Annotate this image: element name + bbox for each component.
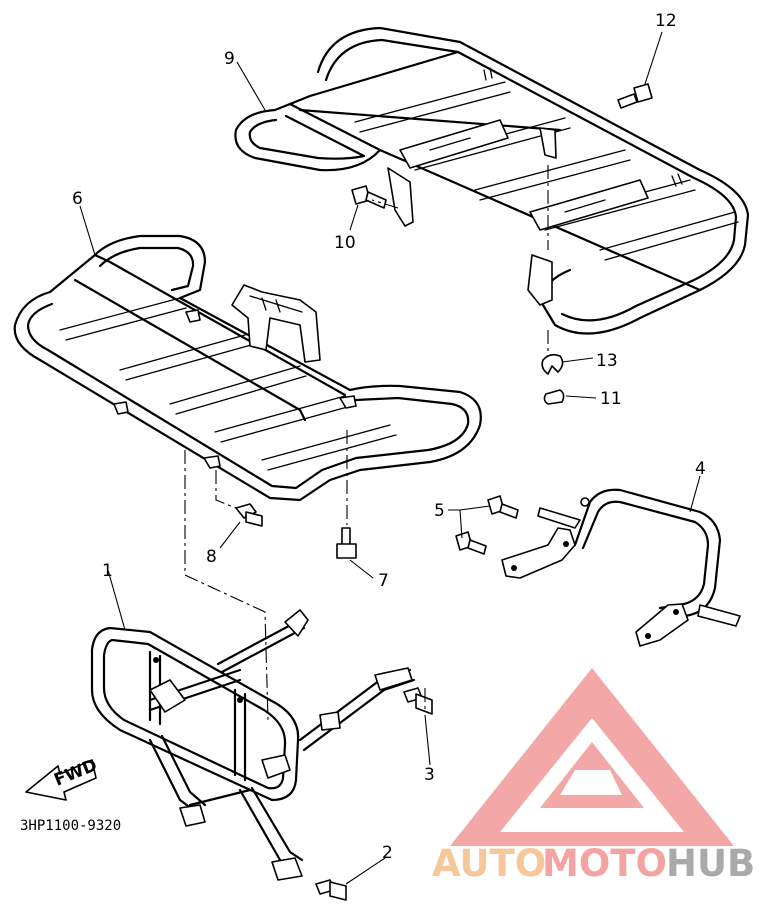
fwd-arrow-icon: FWD	[25, 755, 100, 801]
callout-8: 8	[206, 547, 217, 567]
watermark-logo	[450, 668, 734, 846]
callout-3: 3	[424, 765, 435, 785]
part-7-bolt	[336, 527, 357, 559]
callout-4: 4	[695, 459, 706, 479]
callout-9: 9	[224, 49, 235, 69]
part-9-rear-carrier	[234, 26, 750, 335]
callout-5: 5	[434, 501, 445, 521]
part-1-front-bracket	[90, 609, 416, 881]
callout-11: 11	[600, 389, 622, 409]
callout-13: 13	[596, 351, 618, 371]
part-12-bolt	[617, 83, 653, 109]
part-13-clip	[541, 353, 564, 375]
callout-12: 12	[655, 11, 677, 31]
callout-numbers: 9 12 6 10 13 11 4 5 8 7 1 3 2	[72, 11, 706, 863]
callout-1: 1	[102, 561, 113, 581]
part-10-bolt	[351, 185, 387, 209]
watermark-text-auto: AUTO	[432, 842, 546, 885]
assembly-lines	[184, 165, 549, 721]
callout-7: 7	[378, 571, 389, 591]
callout-10: 10	[334, 233, 356, 253]
callout-6: 6	[72, 189, 83, 209]
watermark-text-moto: MOTO	[542, 842, 667, 885]
part-5-bolts	[455, 495, 519, 555]
diagram-code: 3HP1100-9320	[20, 818, 121, 834]
watermark-text: AUTO MOTO HUB	[432, 842, 755, 885]
part-6-front-carrier	[13, 234, 482, 502]
watermark-text-hub: HUB	[666, 842, 755, 885]
part-3-bolt	[403, 687, 433, 715]
callout-2: 2	[382, 843, 393, 863]
part-2-bolt	[315, 879, 347, 901]
part-8-bolt	[235, 503, 263, 527]
leader-lines	[79, 31, 701, 885]
part-4-rear-bracket	[501, 488, 741, 647]
part-11-cap	[543, 389, 565, 405]
